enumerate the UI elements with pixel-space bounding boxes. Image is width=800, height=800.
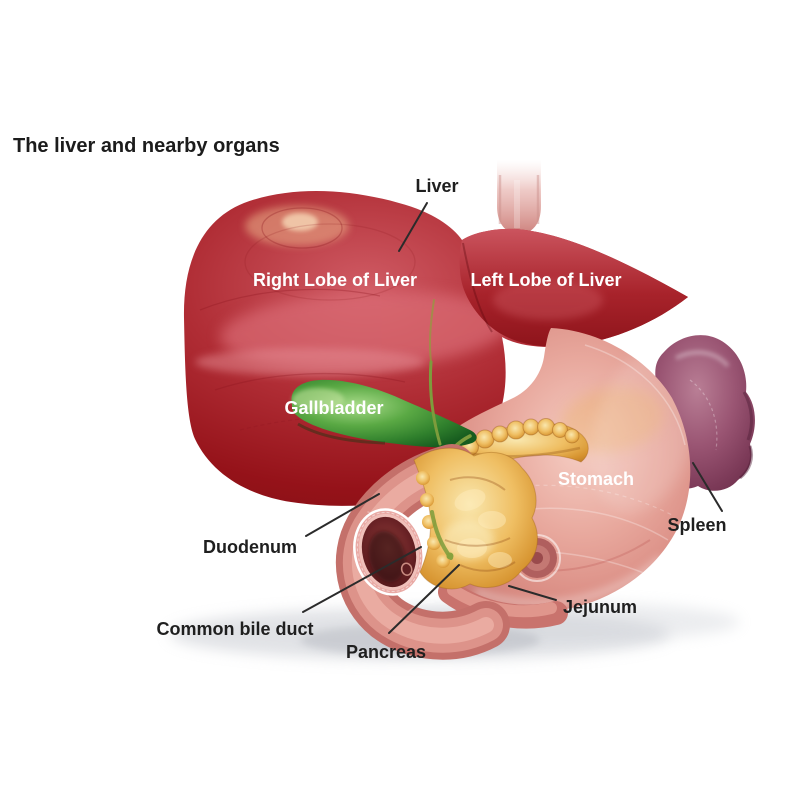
pancreas-leader-line [388, 564, 460, 634]
liver-shape [183, 190, 688, 506]
common-bile-duct-label: Common bile duct [157, 619, 314, 639]
page-title: The liver and nearby organs [13, 135, 280, 157]
light-labels: Right Lobe of Liver Left Lobe of Liver G… [253, 270, 634, 489]
esophagus-shape [497, 160, 541, 234]
spleen-label: Spleen [667, 515, 726, 535]
liver-label: Liver [415, 176, 458, 196]
liver-leader-line [398, 202, 428, 252]
duodenum-label: Duodenum [203, 537, 297, 557]
duodenum-leader-line [305, 493, 380, 537]
falciform-ligament-line [462, 242, 493, 333]
spleen-leader-line [692, 462, 723, 512]
left-lobe-label: Left Lobe of Liver [470, 270, 621, 290]
right-lobe-label: Right Lobe of Liver [253, 270, 417, 290]
common-bile-duct-leader-line [302, 546, 422, 613]
dark-labels: Liver Spleen Duodenum Common bile duct P… [157, 176, 727, 662]
gallbladder-label: Gallbladder [284, 398, 383, 418]
jejunum-label: Jejunum [563, 597, 637, 617]
gallbladder-shape [291, 379, 477, 448]
pancreas-label: Pancreas [346, 642, 426, 662]
pancreas-head-shape [413, 447, 538, 590]
duodenum-cut-opening [353, 508, 425, 596]
jejunum-leader-line [508, 585, 557, 601]
stomach-label: Stomach [558, 469, 634, 489]
leader-lines [302, 202, 723, 634]
